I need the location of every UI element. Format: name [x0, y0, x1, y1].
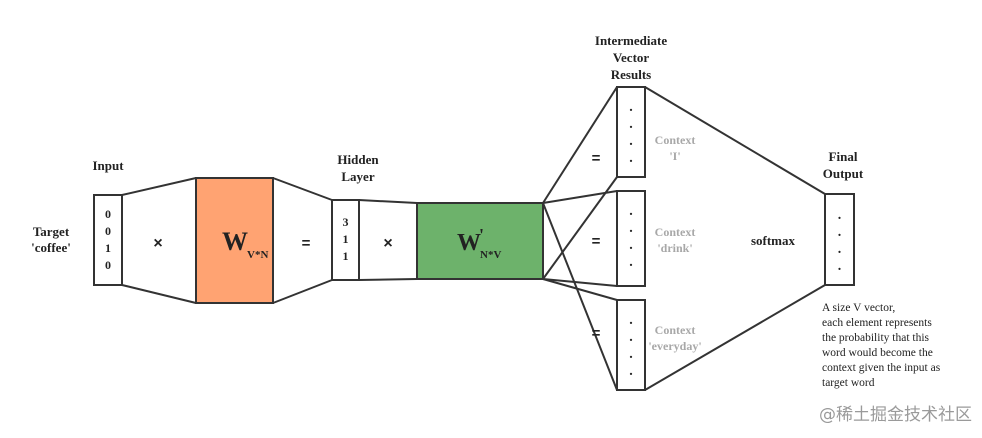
- final-output-label: Final: [829, 149, 858, 164]
- weight-matrix-input: [195, 177, 274, 304]
- vector-dot: .: [629, 364, 633, 379]
- watermark: @稀土掘金技术社区: [819, 405, 972, 425]
- output-note-line: target word: [822, 377, 875, 389]
- context-word: 'everyday': [648, 339, 701, 353]
- vector-dot: .: [629, 100, 633, 115]
- vector-dot: .: [629, 313, 633, 328]
- vector-dot: .: [629, 255, 633, 270]
- weight-matrix-output-subscript: N*V: [480, 249, 501, 261]
- intermediate-vector-1: [616, 86, 646, 178]
- output-note-line: word would become the: [822, 347, 933, 359]
- multiply-operator: ×: [153, 235, 162, 252]
- vector-dot: .: [838, 259, 842, 274]
- input-value: 1: [105, 241, 111, 255]
- hidden-value: 1: [343, 249, 349, 263]
- equals-operator: =: [302, 235, 311, 252]
- vector-dot: .: [629, 117, 633, 132]
- output-description: A size V vector, each element represents…: [822, 302, 941, 389]
- vector-dot: .: [629, 330, 633, 345]
- vector-dot: .: [629, 204, 633, 219]
- intermediate-label-line2: Vector: [613, 50, 650, 65]
- output-note-line: each element represents: [822, 317, 932, 329]
- vector-dot: .: [629, 151, 633, 166]
- multiply-operator: ×: [383, 235, 392, 252]
- input-value: 0: [105, 258, 111, 272]
- output-note-line: A size V vector,: [822, 302, 895, 314]
- output-note-line: the probability that this: [822, 332, 930, 344]
- hidden-layer-label: Hidden: [337, 152, 379, 167]
- weight-matrix-output-prime: ': [479, 225, 484, 245]
- target-word: 'coffee': [31, 240, 71, 255]
- weight-matrix-input-subscript: V*N: [247, 249, 268, 261]
- input-label: Input: [92, 158, 124, 173]
- input-value: 0: [105, 224, 111, 238]
- context-label: Context: [655, 225, 696, 239]
- vector-dot: .: [629, 238, 633, 253]
- input-value: 0: [105, 207, 111, 221]
- vector-dot: .: [629, 347, 633, 362]
- context-word: 'drink': [657, 241, 692, 255]
- weight-matrix-input-symbol: W: [222, 227, 248, 256]
- output-note-line: context given the input as: [822, 362, 941, 374]
- equals-operator: =: [592, 233, 601, 250]
- equals-operator: =: [592, 150, 601, 167]
- vector-dot: .: [838, 242, 842, 257]
- connector-lines: [121, 86, 826, 391]
- final-output-vector: [824, 193, 855, 286]
- input-vector-box: [93, 194, 123, 286]
- hidden-value: 1: [343, 232, 349, 246]
- context-label: Context: [655, 323, 696, 337]
- intermediate-vector-3: [616, 299, 646, 391]
- weight-matrix-output-symbol: W: [457, 230, 481, 256]
- hidden-layer-box: [331, 199, 360, 281]
- context-word: 'I': [669, 149, 680, 163]
- target-label: Target: [33, 224, 70, 239]
- softmax-label: softmax: [751, 233, 796, 248]
- final-output-label-line2: Output: [823, 166, 864, 181]
- intermediate-label: Intermediate: [595, 33, 667, 48]
- context-label: Context: [655, 133, 696, 147]
- hidden-layer-label-line2: Layer: [341, 169, 374, 184]
- equals-operator: =: [592, 325, 601, 342]
- intermediate-label-line3: Results: [611, 67, 651, 82]
- vector-dot: .: [629, 134, 633, 149]
- intermediate-vector-2: [616, 190, 646, 287]
- vector-dot: .: [838, 225, 842, 240]
- weight-matrix-output: [416, 202, 544, 280]
- vector-dot: .: [629, 221, 633, 236]
- vector-dot: .: [838, 208, 842, 223]
- hidden-value: 3: [343, 215, 349, 229]
